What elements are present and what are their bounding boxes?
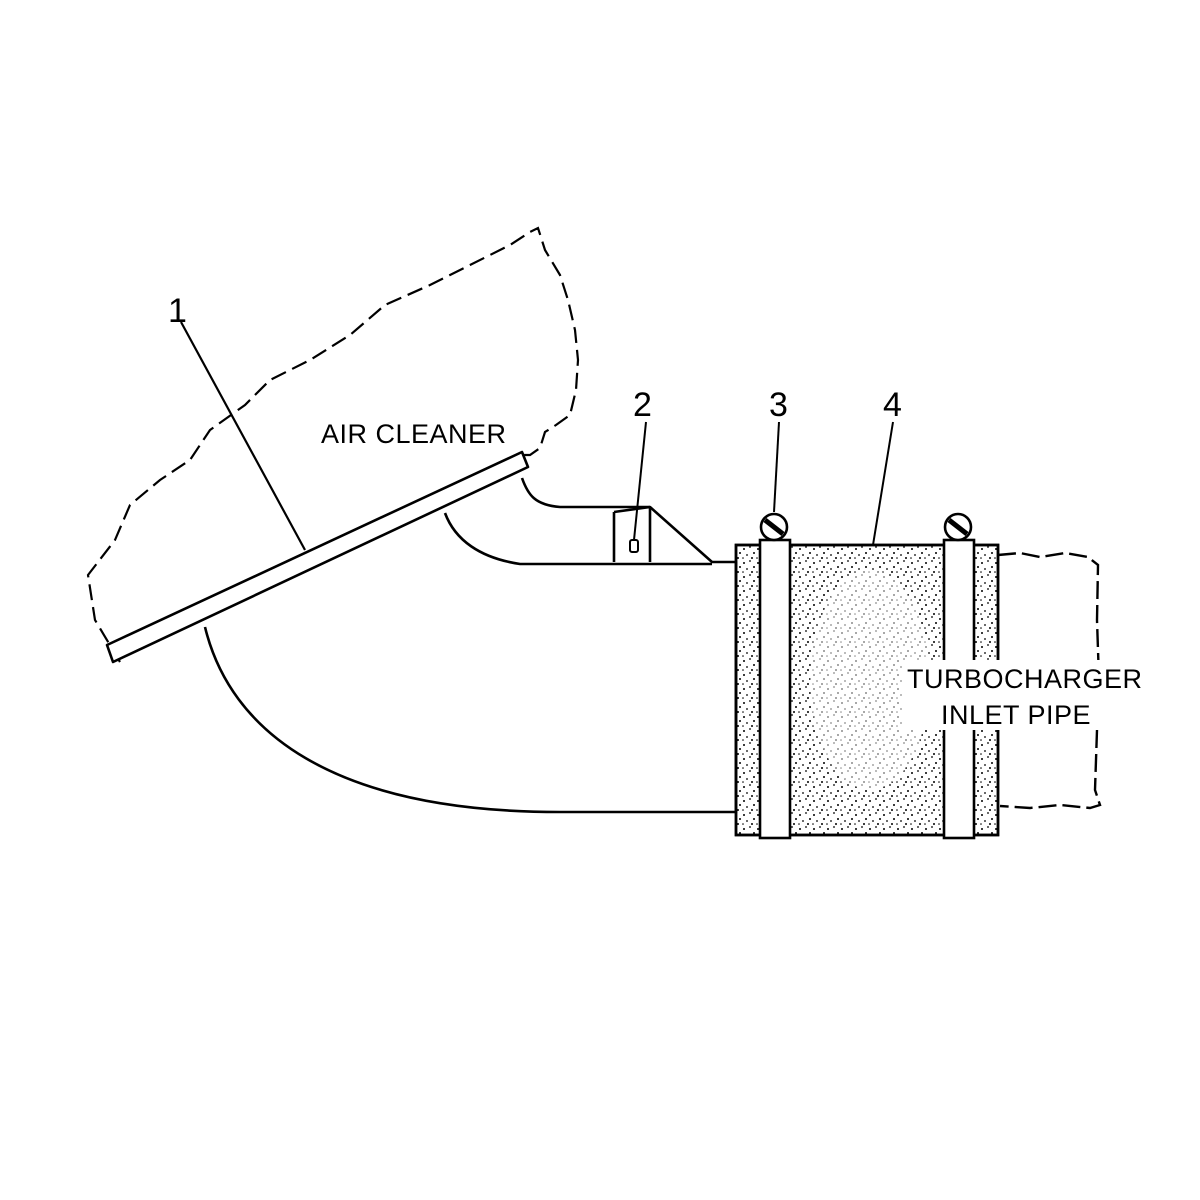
elbow-inner-curve [443, 512, 712, 566]
air-cleaner-housing-outline [86, 226, 580, 663]
screw-slot-left [763, 518, 785, 536]
turbo-label-backdrop [902, 660, 1127, 730]
leader-line-4 [872, 421, 894, 546]
callout-2: 2 [633, 386, 652, 424]
leader-line-1 [180, 321, 306, 551]
leader-line-3 [773, 421, 780, 513]
screw-slot-right [947, 518, 969, 536]
bracket-slot [629, 539, 639, 553]
callout-4: 4 [883, 386, 902, 424]
air-cleaner-flange [105, 450, 530, 664]
air-cleaner-label: AIR CLEANER [321, 419, 507, 449]
hose-highlight [810, 570, 930, 790]
turbocharger-label-line-2: INLET PIPE [941, 700, 1091, 730]
turbocharger-inlet-pipe-outline [997, 551, 1102, 810]
callout-3: 3 [769, 386, 788, 424]
callout-1: 1 [168, 292, 187, 330]
leader-line-2 [633, 421, 647, 541]
hose-clamp-left-band [758, 538, 792, 840]
outlet-elbow-duct [203, 477, 738, 814]
turbocharger-label-line-1: TURBOCHARGER [907, 664, 1143, 694]
mounting-bracket [612, 505, 652, 562]
